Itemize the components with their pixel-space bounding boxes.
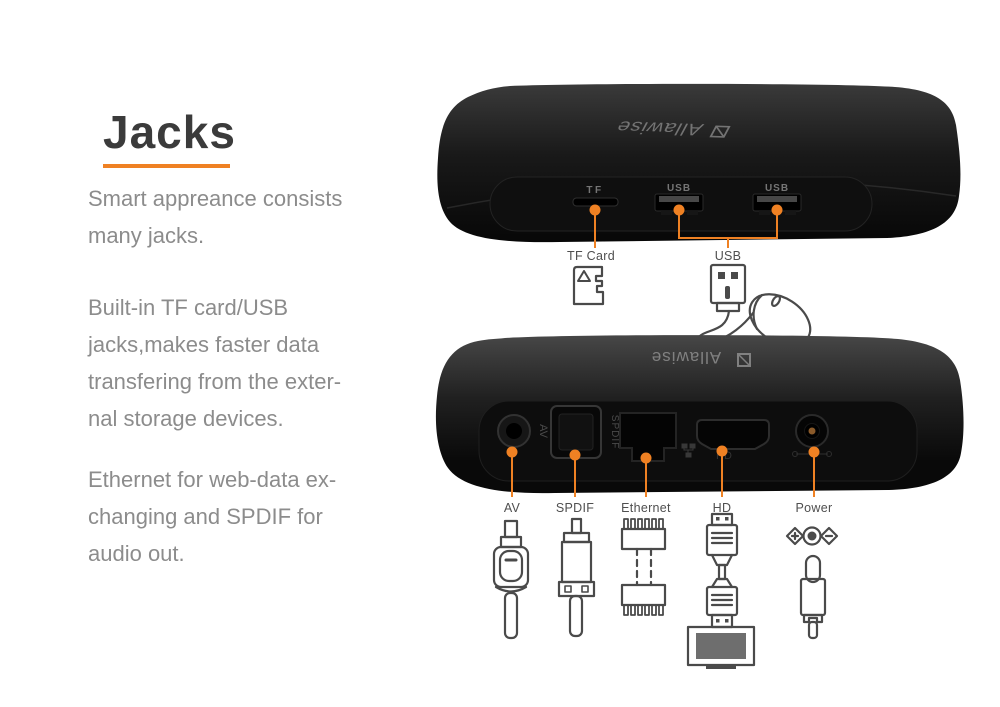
intro-panel: Jacks Smart appreance consists many jack… xyxy=(88,106,398,572)
paragraph-line: transfering from the exter- xyxy=(88,369,342,394)
ethernet-label: Ethernet xyxy=(621,501,671,515)
paragraph-line: audio out. xyxy=(88,541,185,566)
spdif-plug-cable-icon xyxy=(557,517,596,638)
paragraph-line: nal storage devices. xyxy=(88,406,284,431)
tv-icon xyxy=(686,625,756,669)
page-title: Jacks xyxy=(103,106,236,158)
intro-paragraph-3: Ethernet for web-data ex- changing and S… xyxy=(88,461,398,572)
usb-plug-icon xyxy=(709,263,747,313)
intro-paragraph-1: Smart appreance consists many jacks. xyxy=(88,180,398,254)
paragraph-line: jacks,makes faster data xyxy=(88,332,320,357)
av-label: AV xyxy=(504,501,521,515)
paragraph-line: many jacks. xyxy=(88,223,205,248)
polarity-icon xyxy=(785,526,839,546)
hd-label: HD xyxy=(713,501,732,515)
hdmi-cable-tv-icon xyxy=(686,512,756,669)
spdif-port-label: SPDIF xyxy=(609,415,620,449)
spdif-port xyxy=(550,405,602,459)
ethernet-port xyxy=(619,412,677,462)
usb-port xyxy=(752,193,802,215)
tf-card-icon xyxy=(572,265,605,306)
av-plug-cable-icon xyxy=(492,519,530,640)
intro-paragraph-2: Built-in TF card/USB jacks,makes faster … xyxy=(88,289,398,437)
top-callout-lines xyxy=(589,204,783,248)
brand-text: Allawise xyxy=(612,117,707,138)
tf-port-label: TF xyxy=(586,185,603,196)
paragraph-line: Built-in TF card/USB xyxy=(88,295,289,320)
tf-card-label: TF Card xyxy=(567,249,615,263)
hdmi-port xyxy=(696,419,770,450)
usb-label: USB xyxy=(715,249,742,263)
bottom-device-photo: Allawise AV SPDIF HD xyxy=(435,335,964,494)
top-device-photo: Allawise TF USB USB xyxy=(437,83,961,243)
allawise-logo: Allawise xyxy=(651,348,751,367)
lan-icon xyxy=(681,443,696,458)
title-underline xyxy=(103,164,230,168)
paragraph-line: Ethernet for web-data ex- xyxy=(88,467,337,492)
spdif-label: SPDIF xyxy=(556,501,594,515)
usb-port-label: USB xyxy=(765,183,789,194)
ethernet-connectors-icon xyxy=(620,518,667,616)
paragraph-line: changing and SPDIF for xyxy=(88,504,323,529)
power-label: Power xyxy=(796,501,833,515)
av-port xyxy=(497,414,531,448)
paragraph-line: Smart appreance consists xyxy=(88,186,343,211)
usb-port-label: USB xyxy=(667,183,691,194)
power-plug-icon xyxy=(785,526,839,640)
av-port-label: AV xyxy=(537,424,549,439)
tf-card-callout: TF Card xyxy=(567,249,615,306)
allawise-logo: Allawise xyxy=(612,117,731,138)
allawise-logo-mark xyxy=(709,125,731,138)
brand-text: Allawise xyxy=(651,348,721,367)
allawise-logo-mark xyxy=(737,353,751,367)
bottom-callout-lines xyxy=(506,445,820,497)
